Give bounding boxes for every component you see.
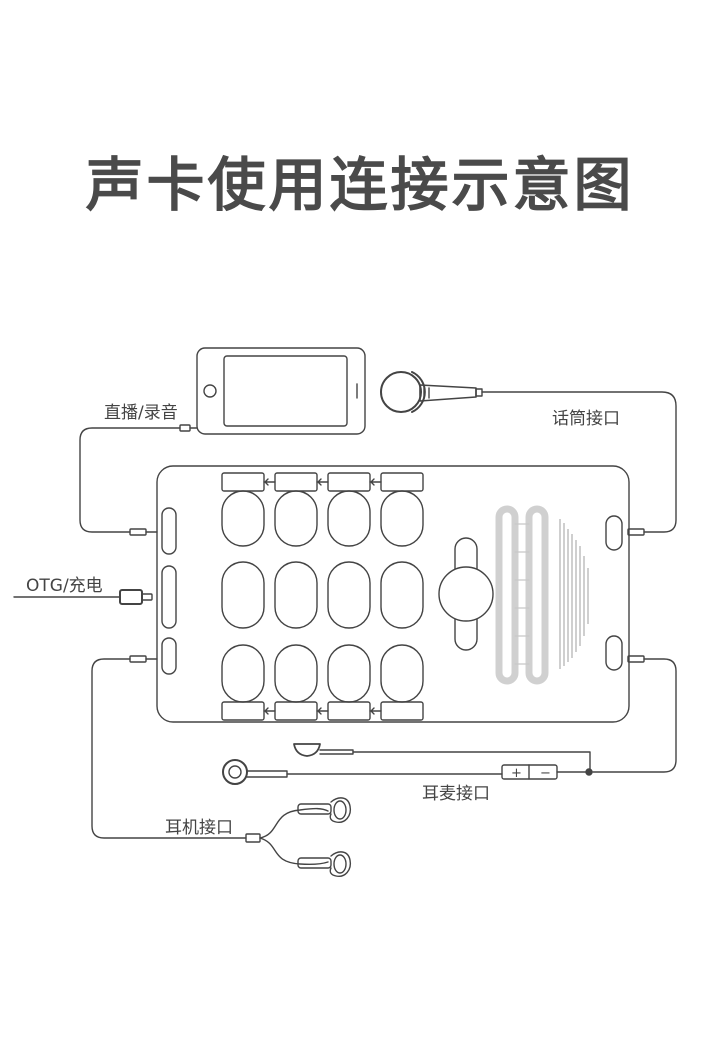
earphones-icon [297,797,352,877]
label-headset-port: 耳麦接口 [422,784,490,804]
earphone-cable [91,655,329,866]
otg-cable [13,589,153,605]
fader-sliders [495,505,549,685]
headset-cable [585,655,677,776]
page-title: 声卡使用连接示意图 [85,151,635,219]
level-meter [559,519,589,669]
label-mic-port: 话筒接口 [552,409,620,429]
phone-icon [196,347,366,435]
headset-icon [222,743,591,785]
main-knob [438,537,494,651]
label-otg-charge: OTG/充电 [26,576,103,596]
microphone-icon [380,371,677,536]
top-pad-row [221,472,424,547]
label-earphone-port: 耳机接口 [165,818,233,838]
sound-card [156,465,630,723]
live-record-cable [79,424,198,536]
volume-minus-glyph: − [540,766,551,781]
bottom-pad-row [221,644,424,721]
volume-plus-glyph: + [511,766,522,781]
label-live-record: 直播/录音 [104,403,178,423]
fader-ticks [514,523,530,665]
middle-pad-row [221,561,424,629]
